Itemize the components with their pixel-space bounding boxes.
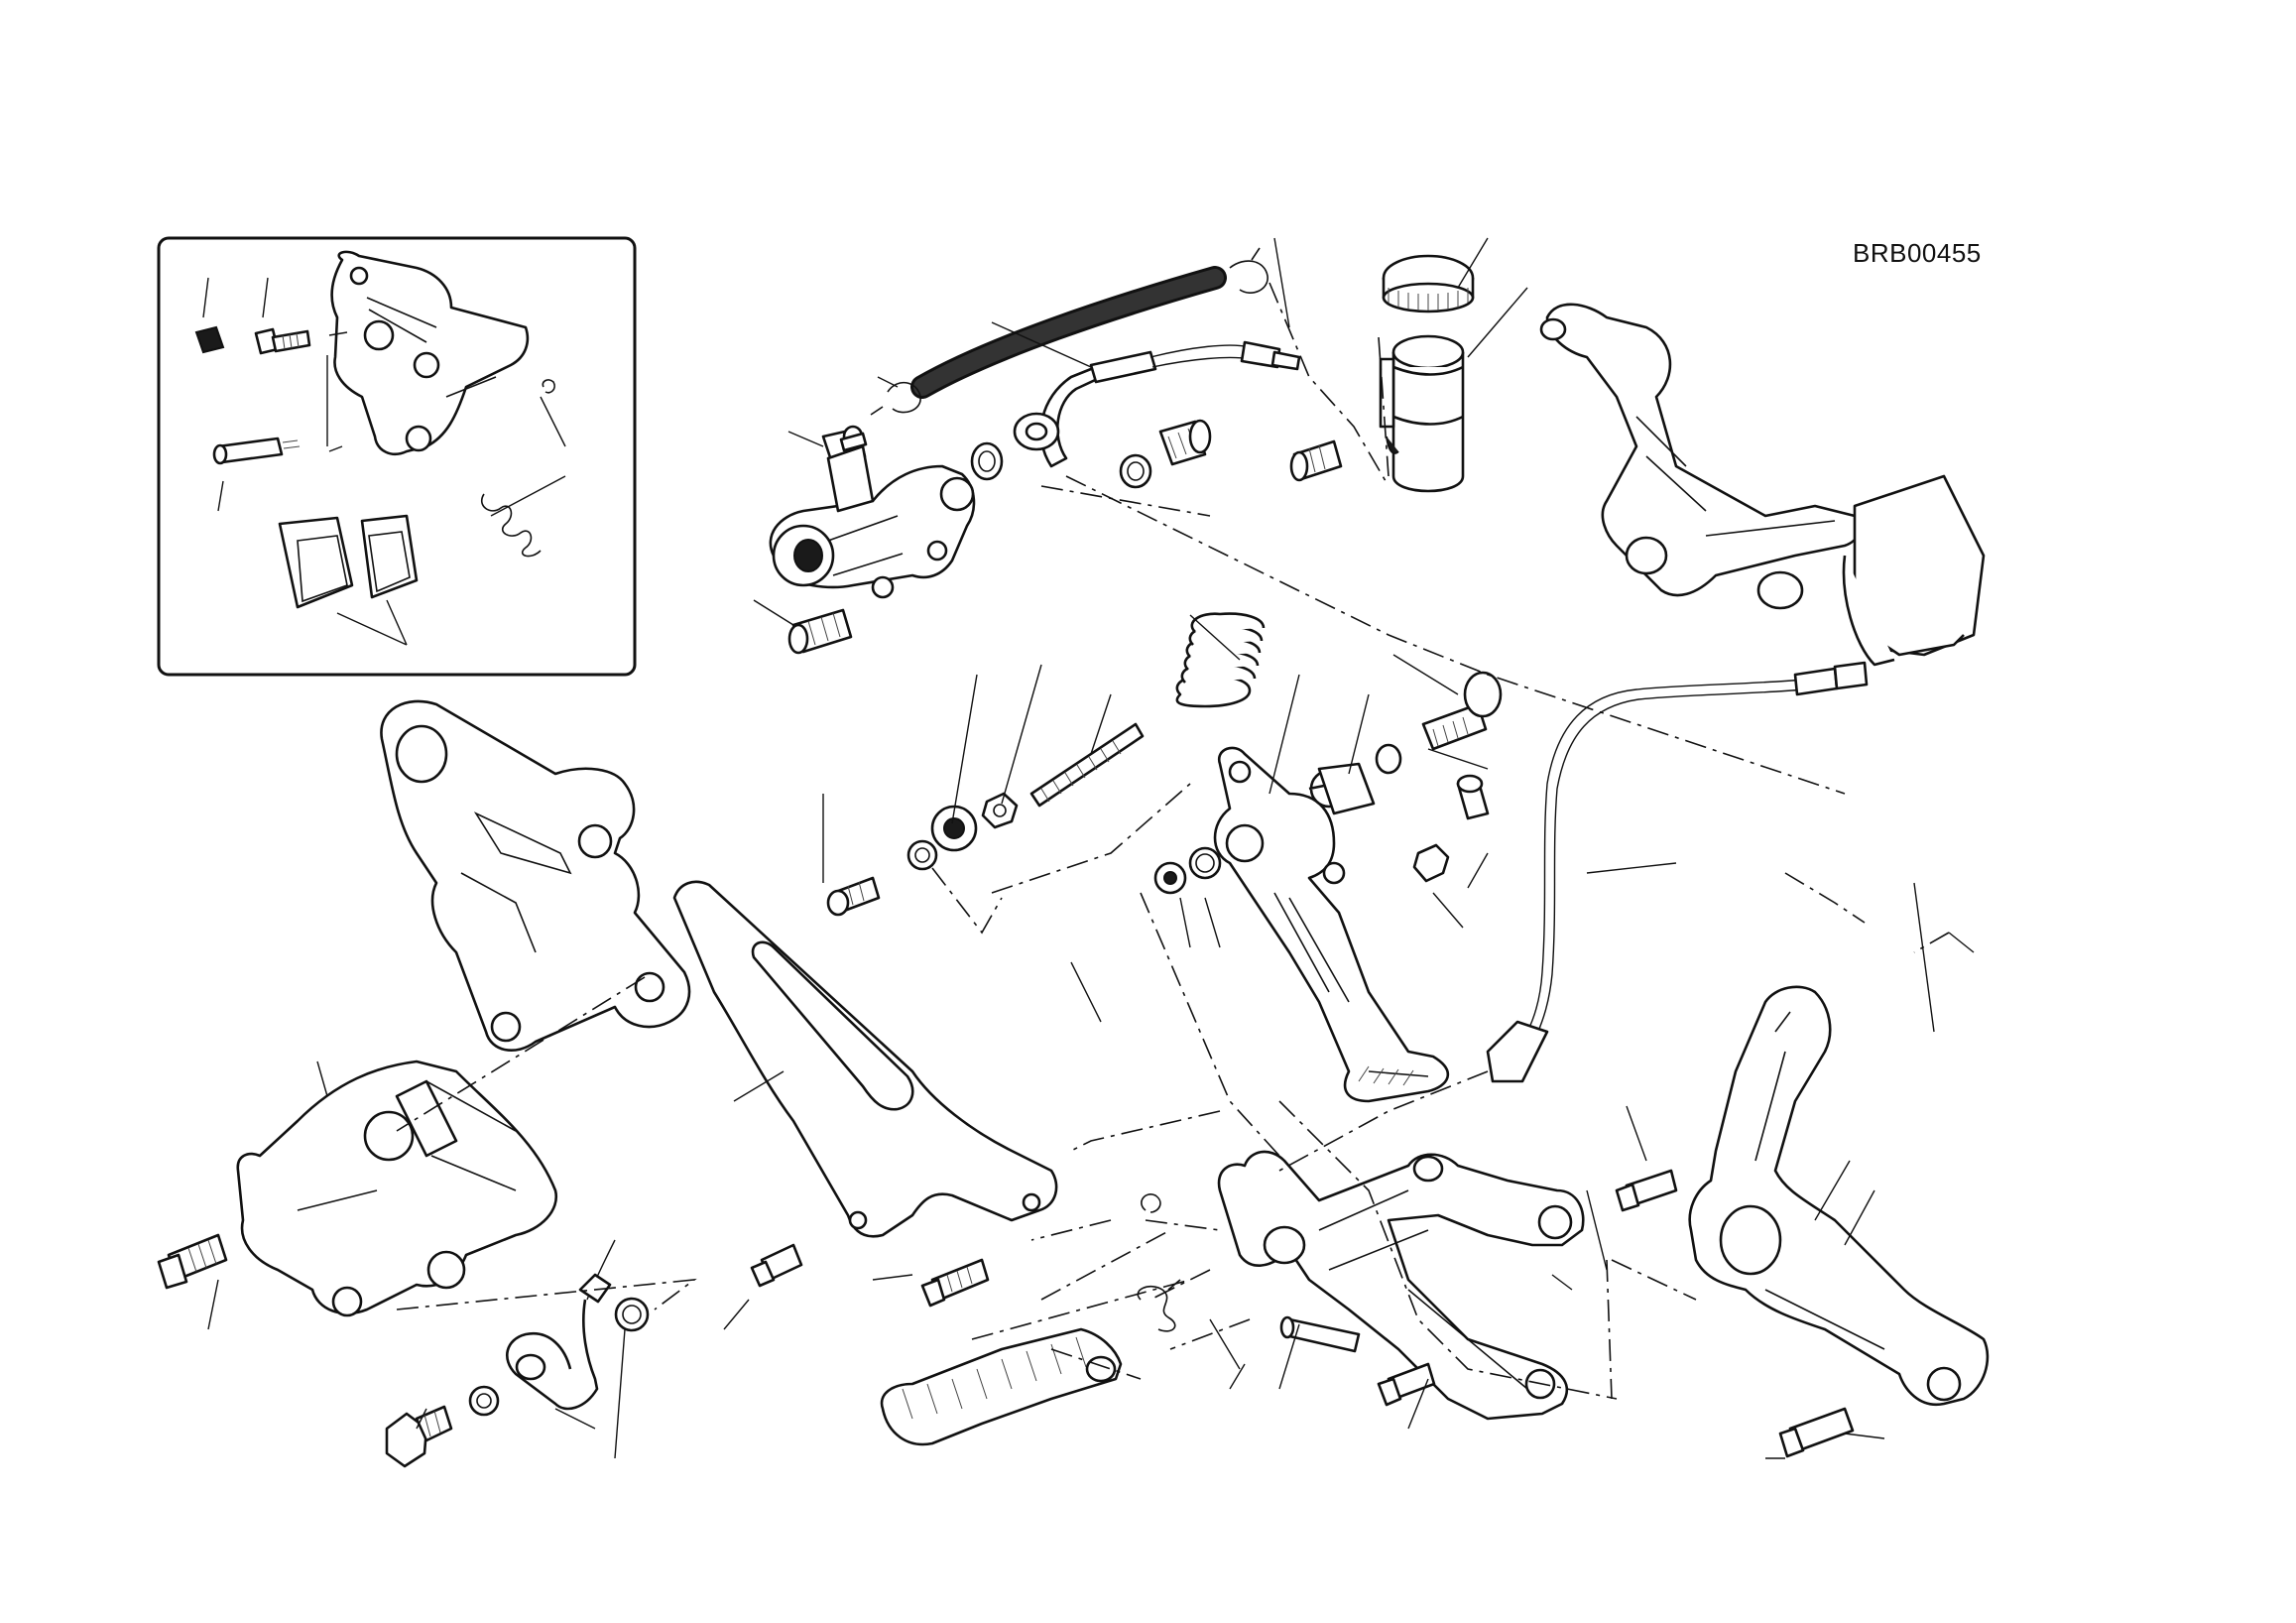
- inlet-pin: [839, 432, 868, 452]
- inset-small-clip: [542, 379, 555, 394]
- footpeg-clip: [1141, 1193, 1161, 1213]
- brake-line-lower: [506, 1239, 616, 1411]
- drawing-code: BRB00455: [1853, 238, 1982, 268]
- rod-washer: [930, 805, 978, 852]
- brake-fluid-reservoir: [1379, 254, 1475, 493]
- pedal-adjuster-bolt: [1456, 774, 1490, 820]
- inset-caliper-body: [330, 250, 530, 456]
- rod-nut-1: [981, 792, 1019, 829]
- heel-guard-bolt-1: [750, 1243, 803, 1288]
- alignment-lines: [396, 282, 1950, 1400]
- footpeg-pin: [1279, 1315, 1361, 1353]
- rod-ring: [906, 839, 938, 871]
- master-cylinder-bolt: [787, 608, 853, 655]
- pedal-pivot-pin: [1421, 671, 1503, 751]
- inset-pad-pin: [212, 437, 301, 465]
- footpeg-holder: [1217, 1150, 1585, 1421]
- pedal-bushing: [1308, 762, 1376, 815]
- heel-guard-plate: [672, 880, 1058, 1238]
- inset-brake-pads: [278, 514, 419, 609]
- footpeg: [880, 1327, 1123, 1446]
- sealing-washer-2: [1119, 453, 1152, 489]
- rear-master-cylinder: [769, 464, 976, 599]
- lower-sealing-washer-1: [468, 1385, 500, 1417]
- right-rider-footrest-bracket: [1539, 303, 1986, 667]
- plate-bolt-lower: [1778, 1407, 1855, 1458]
- hose-clip-upper: [1229, 247, 1269, 294]
- lower-sealing-washer-2: [614, 1297, 650, 1332]
- rear-brake-caliper: [236, 1060, 558, 1317]
- hose-clip-lower: [870, 381, 921, 416]
- sealing-washer-1: [970, 441, 1004, 481]
- caliper-support-bracket: [380, 699, 691, 1052]
- inset-spring-clip: [481, 493, 542, 558]
- stoplight-switch-cable: [1486, 661, 1869, 1083]
- heel-guard-bolt-2: [920, 1258, 990, 1308]
- footpeg-holder-bolt: [1377, 1362, 1436, 1407]
- lower-banjo-bolt: [385, 1405, 453, 1468]
- rider-footrest-plate: [1688, 985, 1990, 1407]
- pushrod: [1029, 722, 1145, 808]
- pivot-o-ring: [1375, 743, 1402, 775]
- pedal-washer-2: [1188, 846, 1222, 880]
- reservoir-bolt: [1289, 439, 1343, 482]
- pedal-adjuster-nut: [1412, 843, 1450, 883]
- caliper-mount-bolt: [157, 1233, 228, 1290]
- leader-lines: [207, 237, 1975, 1459]
- caliper-detail-inset: [157, 236, 637, 677]
- pedal-return-spring: [1175, 612, 1266, 708]
- banjo-bolt-top: [1158, 419, 1212, 466]
- bleed-cap-icon: [194, 325, 225, 354]
- brake-pedal-lever: [1213, 746, 1450, 1103]
- pedal-pivot-bolt: [826, 876, 881, 917]
- plate-bolt-upper: [1615, 1169, 1678, 1212]
- inset-bleed-screw: [254, 327, 311, 355]
